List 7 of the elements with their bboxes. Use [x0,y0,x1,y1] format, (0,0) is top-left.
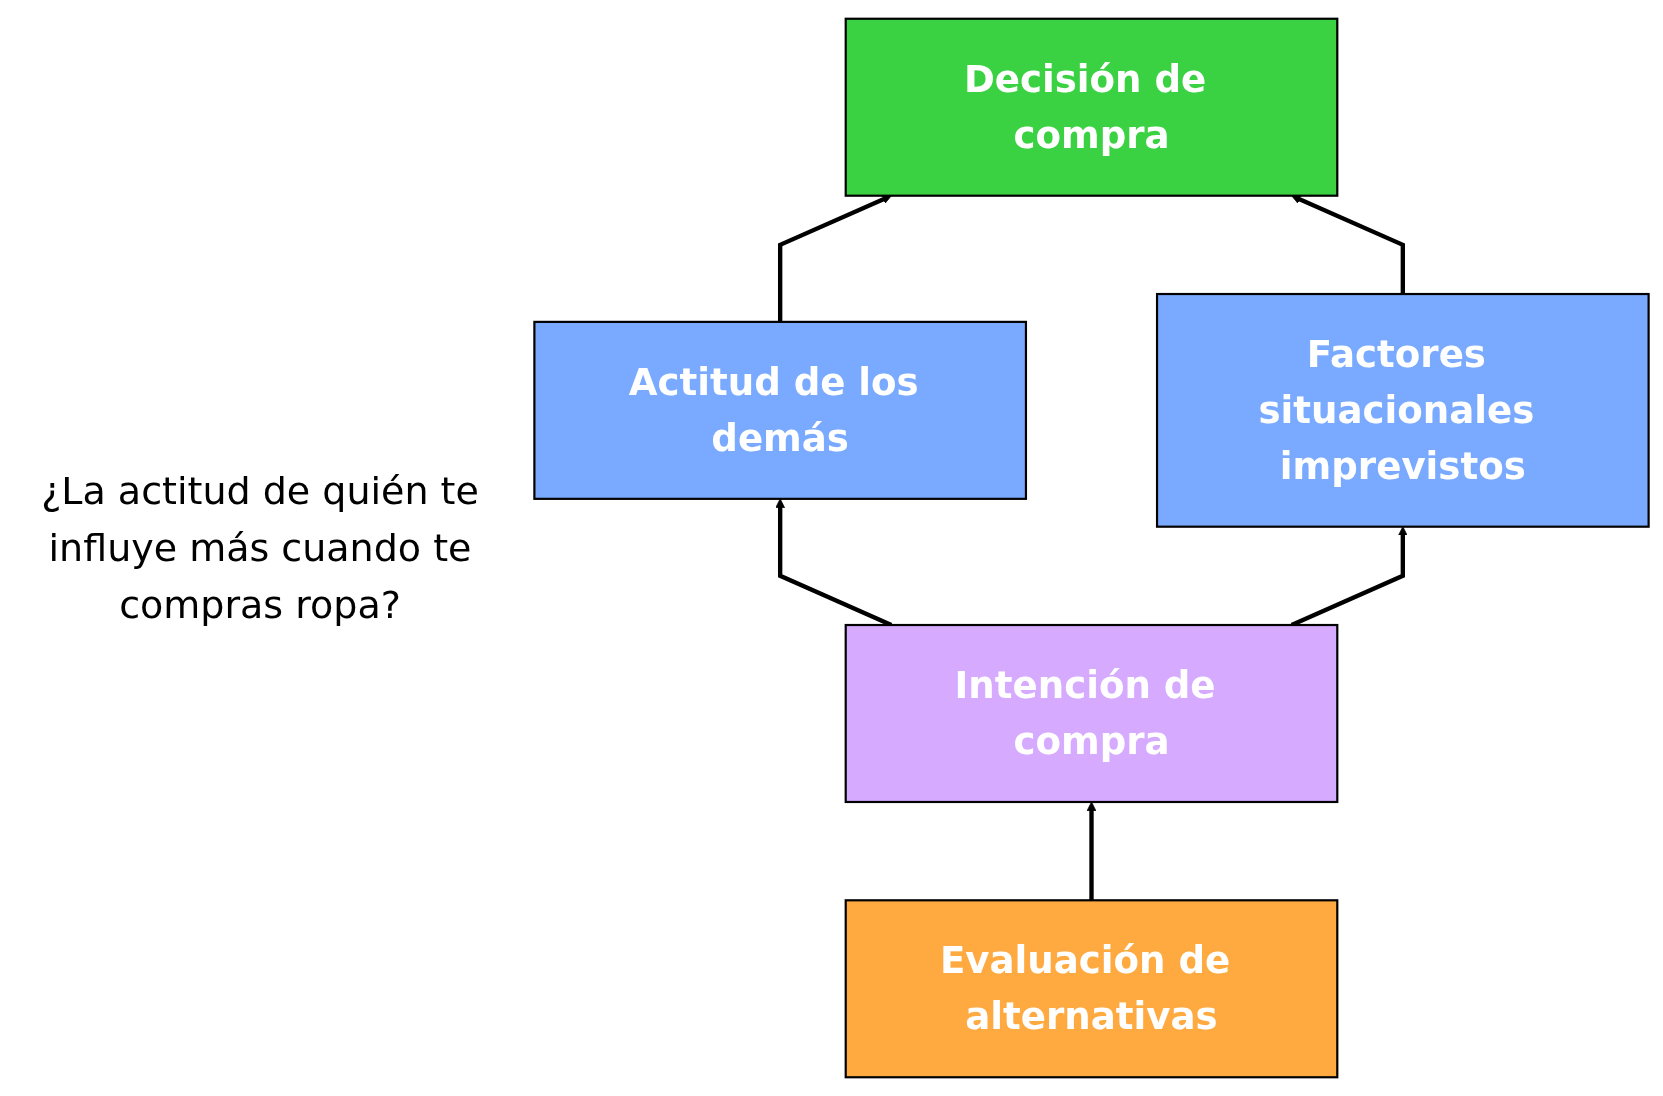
node-box: Factores situacionales imprevistos [1155,292,1650,528]
node-box: Actitud de los demás [533,320,1028,500]
node-box: Evaluación de alternativas [844,899,1339,1079]
node-box: Intención de compra [844,623,1339,804]
question-text: ¿La actitud de quién te influye más cuando te compras ropa? [40,467,480,629]
node-box: Decisión de compra [844,17,1339,197]
arrow [1086,801,1097,901]
